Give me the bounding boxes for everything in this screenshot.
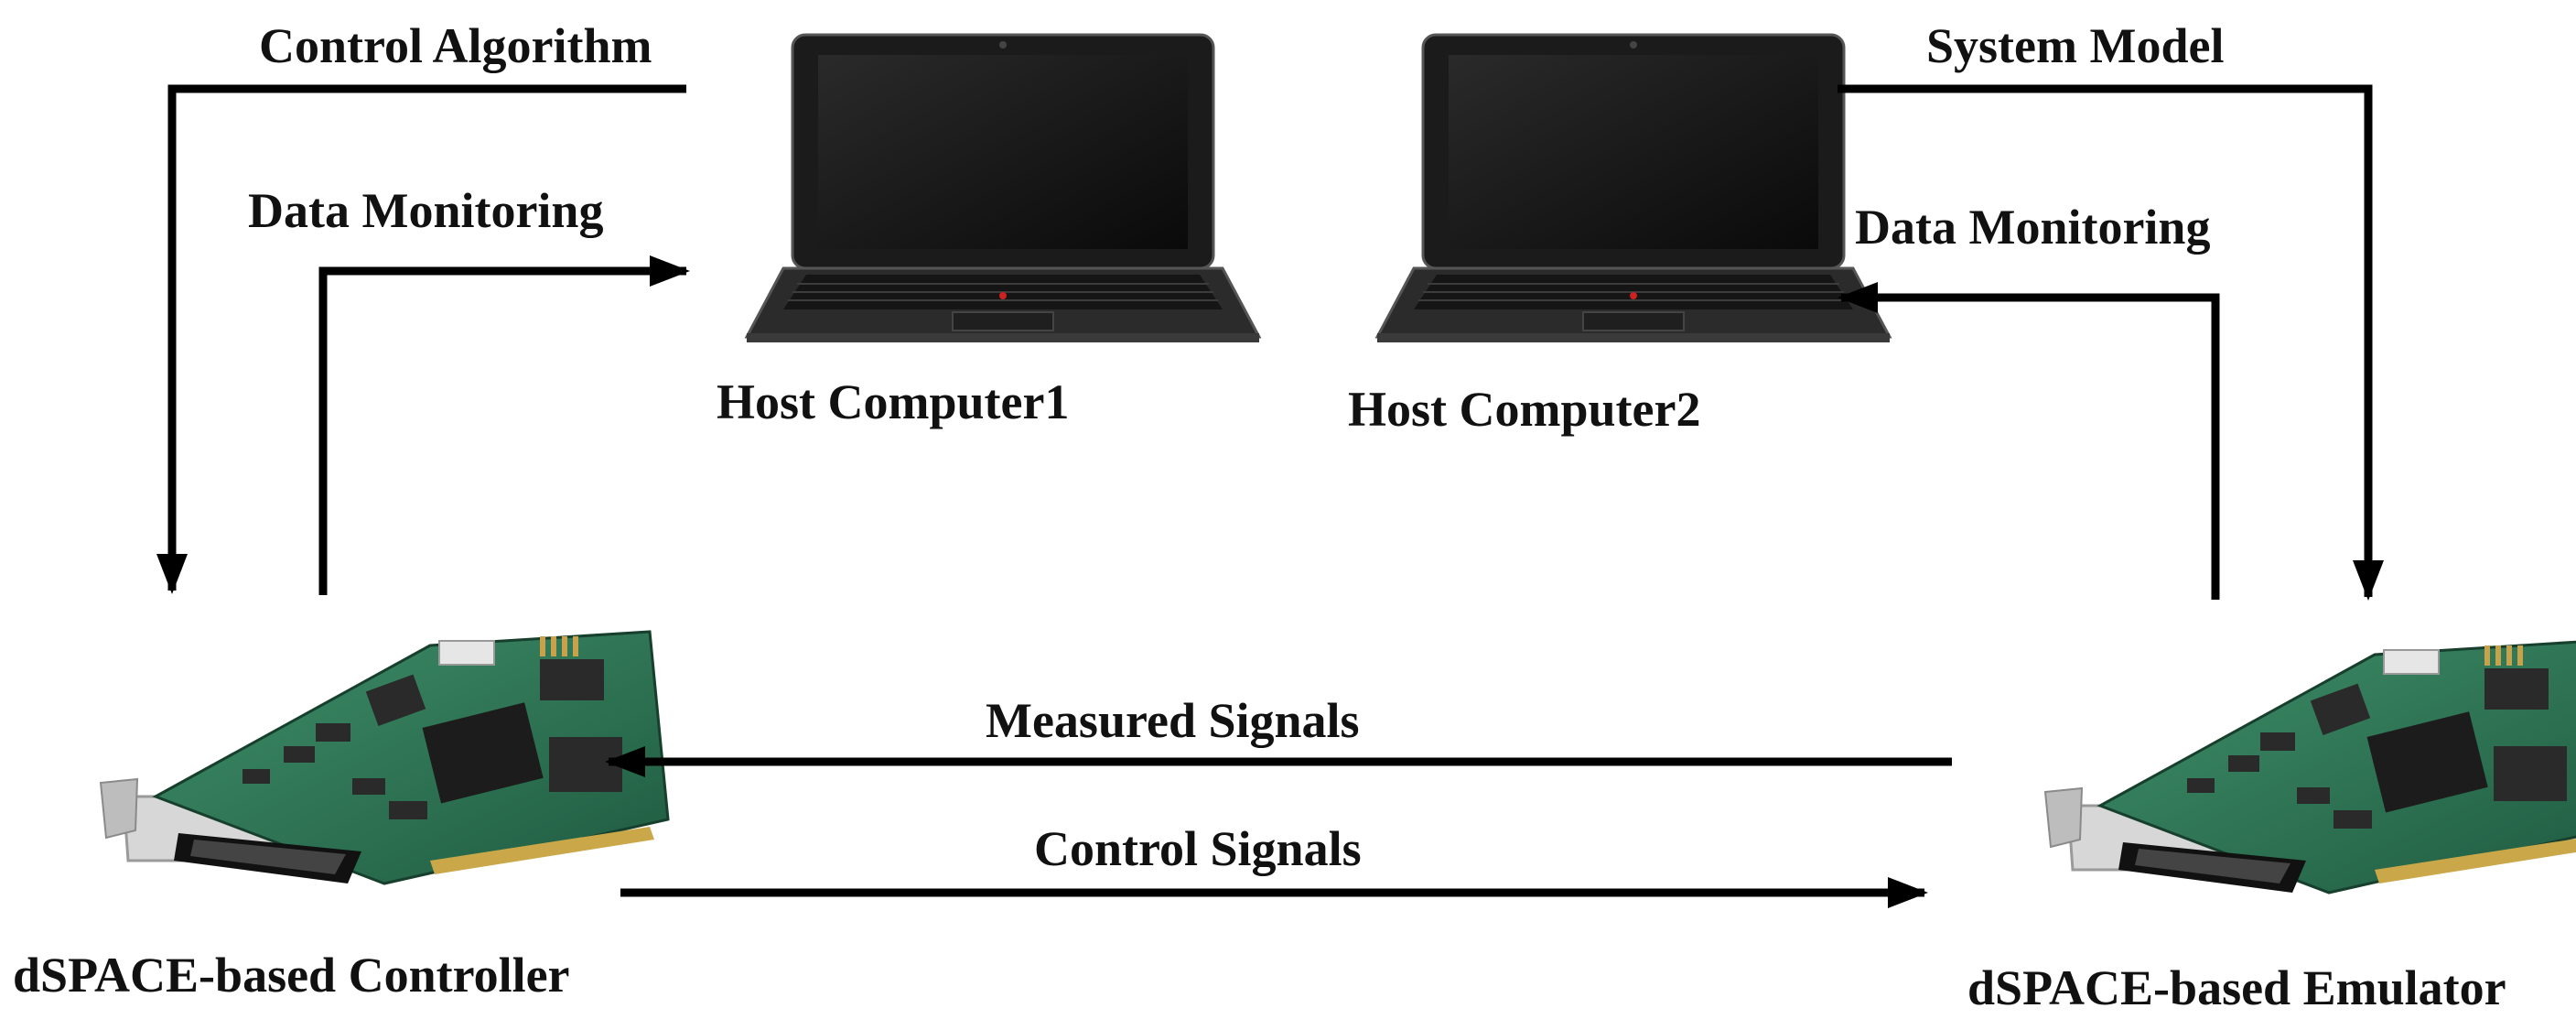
dspace-emulator-board-icon <box>2043 639 2576 894</box>
data-monitoring-left-arrow <box>318 255 690 595</box>
control-algorithm-label: Control Algorithm <box>259 18 652 73</box>
dspace-controller-board-icon <box>99 630 670 885</box>
measured-signals-label: Measured Signals <box>986 693 1360 748</box>
system-model-arrow <box>1838 84 2384 601</box>
emulator-label: dSPACE-based Emulator <box>1967 960 2506 1015</box>
host-computer-2-laptop-icon <box>1375 33 1892 344</box>
host-computer-1-label: Host Computer1 <box>717 374 1069 429</box>
system-model-label: System Model <box>1926 18 2224 73</box>
data-monitoring-right-arrow <box>1838 282 2220 600</box>
data-monitoring-left-label: Data Monitoring <box>248 183 603 238</box>
data-monitoring-right-label: Data Monitoring <box>1855 200 2210 255</box>
controller-label: dSPACE-based Controller <box>13 948 570 1003</box>
control-algorithm-arrow <box>156 84 686 594</box>
host-computer-2-label: Host Computer2 <box>1348 382 1700 437</box>
control-signals-label: Control Signals <box>1034 821 1362 876</box>
host-computer-1-laptop-icon <box>745 33 1261 344</box>
